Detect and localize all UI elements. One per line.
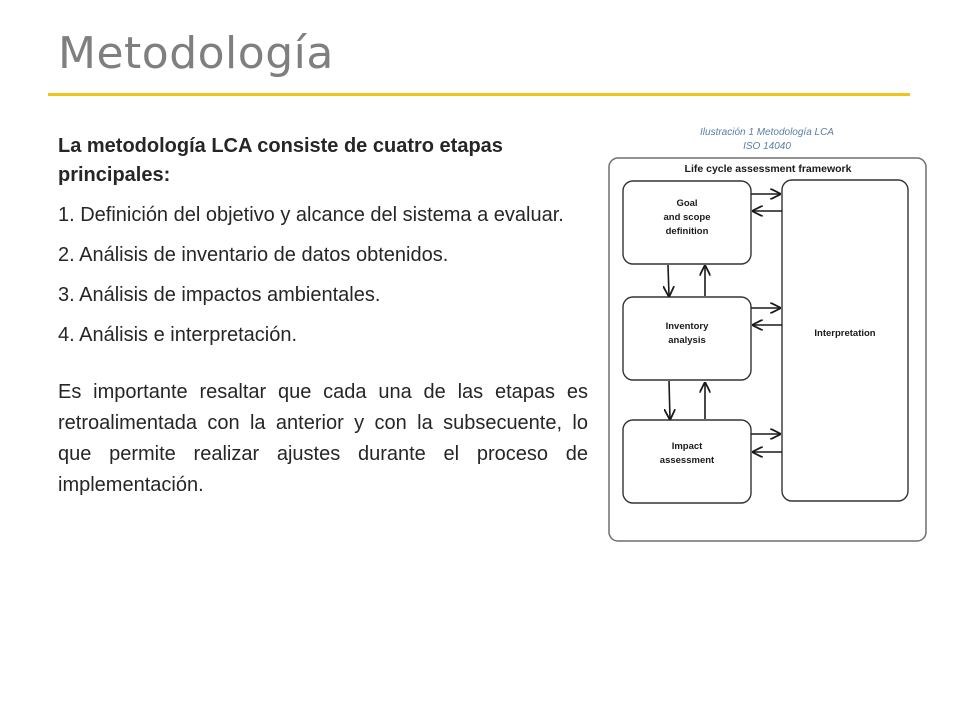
interpretation-box	[781, 179, 909, 502]
framework-title: Life cycle assessment framework	[685, 163, 852, 175]
interpretation-label: Interpretation	[814, 328, 875, 339]
goal-label-3: definition	[666, 226, 709, 237]
goal-label-1: Goal	[676, 198, 697, 209]
slide-title: Metodología	[58, 28, 334, 79]
inventory-label-2: analysis	[668, 335, 706, 346]
lead-text: La metodología LCA consiste de cuatro et…	[58, 135, 503, 186]
figure-caption: Ilustración 1 Metodología LCA ISO 14040	[608, 126, 926, 154]
impact-label-2: assessment	[660, 455, 715, 466]
caption-line-1: Ilustración 1 Metodología LCA	[700, 127, 834, 138]
explanation-paragraph: Es importante resaltar que cada una de l…	[58, 381, 588, 496]
impact-label-1: Impact	[672, 441, 703, 452]
step-4: 4. Análisis e interpretación.	[58, 324, 298, 346]
goal-box	[622, 180, 752, 265]
slide-body: La metodología LCA consiste de cuatro et…	[58, 132, 588, 512]
step-2: 2. Análisis de inventario de datos obten…	[58, 244, 449, 266]
lca-framework-diagram: Life cycle assessment framework Interpre…	[608, 157, 927, 542]
inventory-label-1: Inventory	[666, 321, 709, 332]
impact-box	[622, 419, 752, 504]
title-underline	[48, 93, 910, 96]
arrow-goal-to-inventory	[668, 264, 669, 296]
arrow-inventory-to-impact	[669, 380, 670, 419]
step-3: 3. Análisis de impactos ambientales.	[58, 284, 381, 306]
inventory-box	[622, 296, 752, 381]
caption-line-2: ISO 14040	[743, 141, 791, 152]
goal-label-2: and scope	[664, 212, 711, 223]
step-1: 1. Definición del objetivo y alcance del…	[58, 204, 564, 226]
